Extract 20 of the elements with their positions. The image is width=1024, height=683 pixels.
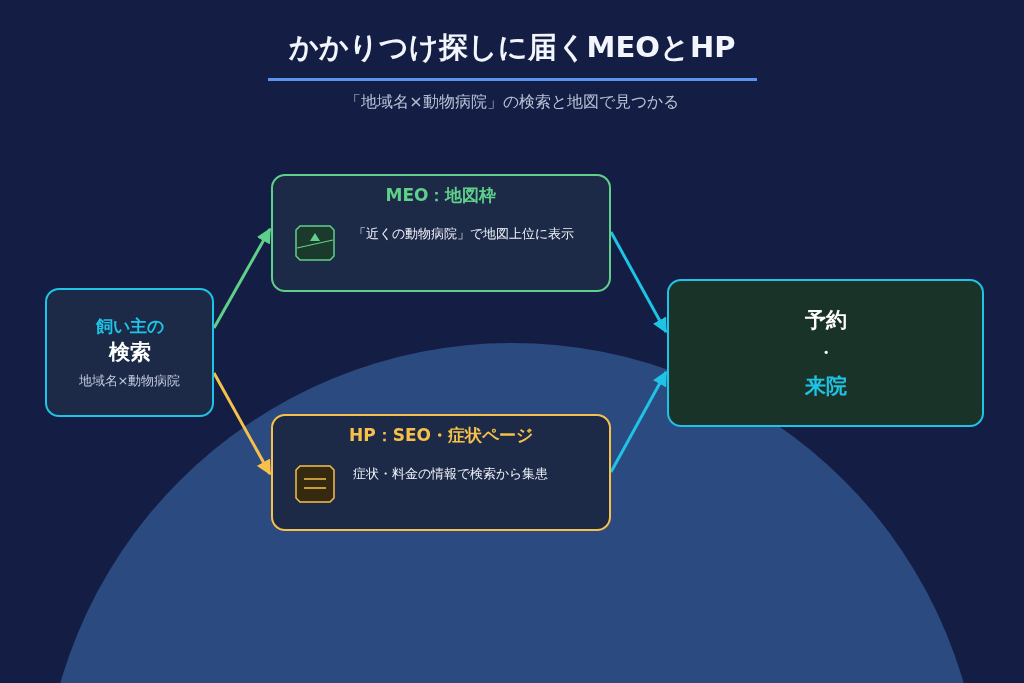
subtext: 地域名×動物病院: [78, 372, 181, 390]
separator-dot: ・: [817, 342, 834, 364]
heading: 予約: [804, 306, 847, 334]
arrow: [212, 227, 272, 329]
heading: 飼い主の: [95, 315, 164, 338]
heading: MEO：地図枠: [385, 184, 497, 207]
heading: 来院: [804, 372, 847, 400]
process-box: [667, 279, 984, 427]
process-box: [271, 174, 611, 292]
process-box: [271, 414, 611, 531]
description: 「近くの動物病院」で地図上位に表示: [353, 224, 574, 243]
subtitle: 「地域名×動物病院」の検索と地図で見つかる: [344, 92, 680, 113]
process-box: [45, 288, 214, 417]
arrow: [212, 372, 272, 476]
title: かかりつけ探しに届くMEOとHP: [287, 29, 737, 66]
arrow: [609, 370, 668, 473]
description: 症状・料金の情報で検索から集患: [353, 464, 548, 483]
heading: 検索: [108, 339, 151, 366]
arrow: [609, 231, 668, 334]
heading: HP：SEO・症状ページ: [349, 424, 533, 447]
